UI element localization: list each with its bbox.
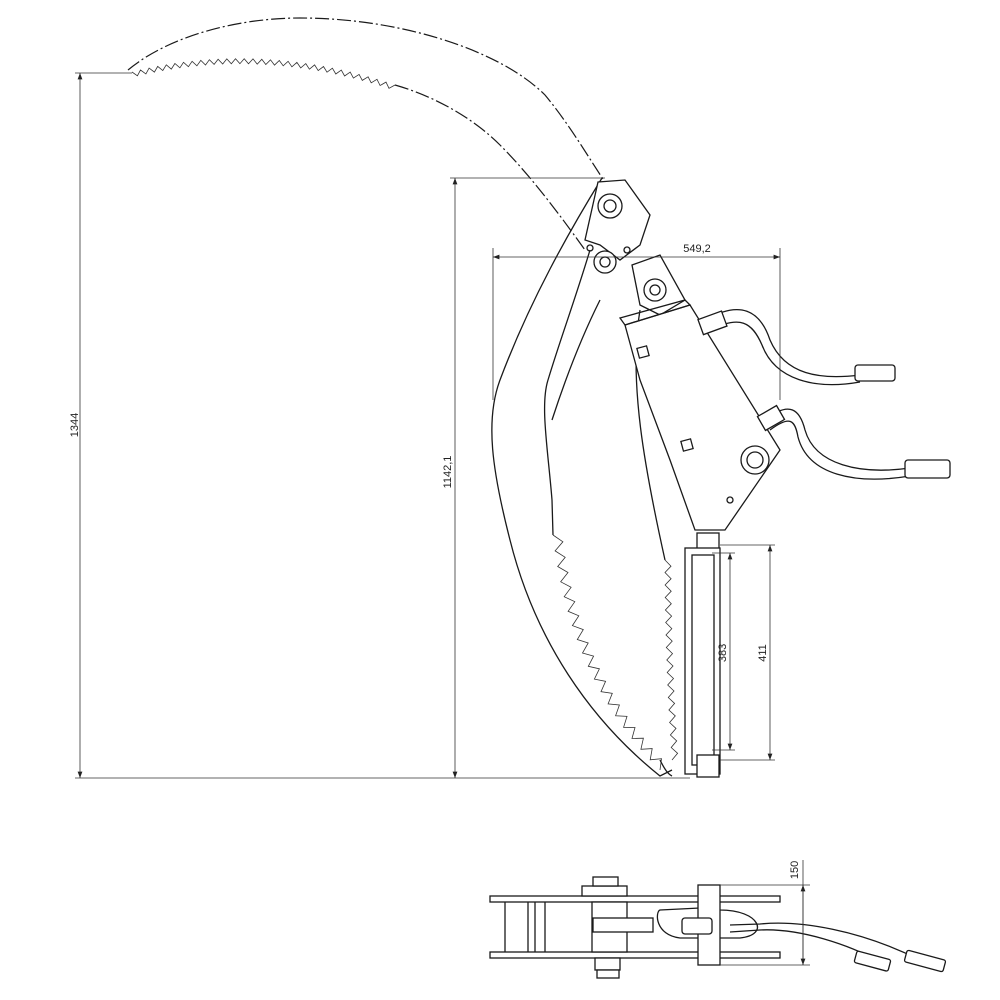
dim-label-383: 383 xyxy=(717,644,729,662)
dim-label-1344: 1344 xyxy=(69,413,81,437)
dimension-1142 xyxy=(450,177,605,778)
open-jaw-phantom xyxy=(127,17,606,251)
dimension-1344 xyxy=(75,72,690,779)
dimension-549 xyxy=(492,248,781,400)
dim-label-150: 150 xyxy=(789,861,801,879)
hose-coupling-icon xyxy=(903,949,947,973)
pivot-pin-icon xyxy=(597,193,623,219)
dimension-383-411 xyxy=(712,544,775,761)
hydraulic-hoses xyxy=(697,309,951,480)
hose-coupling-icon xyxy=(854,364,896,382)
hose-coupling-icon xyxy=(904,459,951,479)
top-view xyxy=(489,860,947,979)
mounting-plate xyxy=(684,532,721,778)
bolt-icon xyxy=(593,250,617,274)
dim-label-1142: 1142,1 xyxy=(442,456,454,489)
dim-label-549: 549,2 xyxy=(683,243,711,255)
dim-label-411: 411 xyxy=(757,644,769,662)
arm-linkage xyxy=(584,179,686,316)
hose-coupling-icon xyxy=(853,950,892,972)
